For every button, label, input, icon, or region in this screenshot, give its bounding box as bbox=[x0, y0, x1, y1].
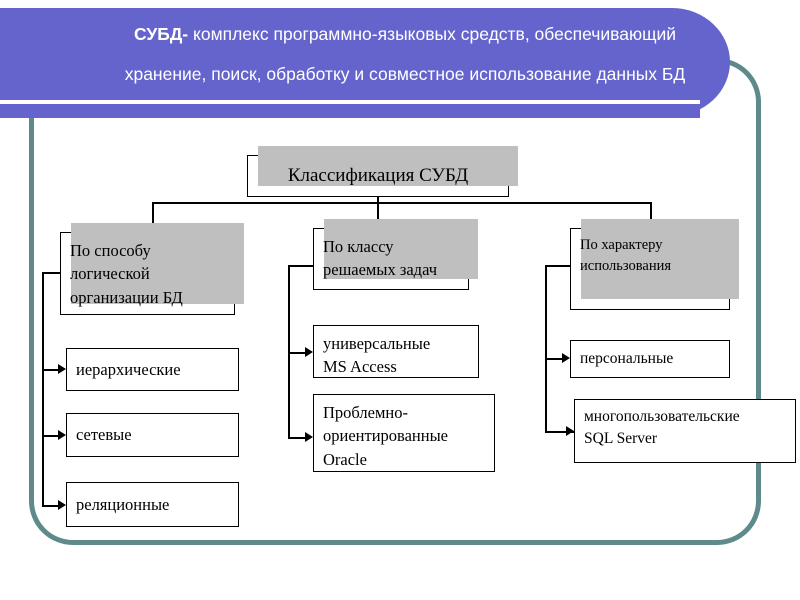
branch-3-link-2 bbox=[545, 431, 574, 433]
branch-3-spine-top bbox=[545, 265, 571, 267]
leaf-node-universal[interactable]: универсальные MS Access bbox=[313, 325, 479, 378]
branch-2-link-2 bbox=[288, 437, 309, 439]
header-title-line-1-rest: комплекс программно-языковых средств, об… bbox=[188, 24, 677, 44]
root-node-classification[interactable]: Классификация СУБД bbox=[247, 146, 518, 197]
branch-3-spine bbox=[545, 265, 547, 432]
header-banner bbox=[0, 8, 730, 116]
branch-1-arrow-1 bbox=[58, 364, 66, 374]
header-title-line-2: хранение, поиск, обработку и совместное … bbox=[124, 64, 686, 84]
branch-title-2[interactable]: По классу решаемых задач bbox=[313, 219, 478, 290]
leaf-node-multiuser[interactable]: многопользовательские SQL Server bbox=[574, 399, 796, 463]
root-stem bbox=[377, 197, 379, 203]
branch-1-spine bbox=[42, 272, 44, 506]
leaf-node-relational[interactable]: реляционные bbox=[66, 482, 239, 527]
drop-branch-3 bbox=[650, 202, 652, 227]
branch-1-spine-top bbox=[42, 272, 61, 274]
distribution-bar bbox=[152, 202, 652, 204]
branch-1-arrow-3 bbox=[58, 500, 66, 510]
header-bottom-bar bbox=[0, 104, 700, 118]
leaf-node-multiuser-line-2: SQL Server bbox=[584, 430, 658, 447]
leaf-node-hierarchical[interactable]: иерархические bbox=[66, 348, 239, 391]
drop-branch-2 bbox=[377, 202, 379, 227]
leaf-node-problem-oriented-line-3: Oracle bbox=[323, 449, 367, 469]
branch-3-link-1 bbox=[545, 358, 566, 360]
leaf-node-problem-oriented-line-1: Проблемно- bbox=[323, 403, 408, 422]
branch-2-link-1 bbox=[288, 352, 309, 354]
branch-1-link-1 bbox=[42, 369, 62, 371]
leaf-node-network[interactable]: сетевые bbox=[66, 413, 239, 457]
leaf-node-problem-oriented[interactable]: Проблемно- ориентированные Oracle bbox=[313, 394, 495, 472]
branch-1-link-3 bbox=[42, 505, 62, 507]
branch-2-arrow-2 bbox=[305, 432, 313, 442]
header-title-lead: СУБД- bbox=[133, 24, 189, 44]
header-underline bbox=[0, 100, 700, 104]
branch-title-1[interactable]: По способу логической организации БД bbox=[60, 223, 244, 315]
branch-title-3[interactable]: По характеру использования bbox=[570, 219, 739, 310]
leaf-node-multiuser-line-1: многопользовательские bbox=[584, 408, 740, 425]
branch-3-arrow-2 bbox=[566, 426, 574, 436]
branch-3-arrow-1 bbox=[562, 353, 570, 363]
branch-1-arrow-2 bbox=[58, 430, 66, 440]
header-title-line-1: СУБД- комплекс программно-языковых средс… bbox=[60, 14, 750, 54]
branch-2-spine bbox=[288, 265, 290, 438]
branch-2-arrow-1 bbox=[305, 347, 313, 357]
drop-branch-1 bbox=[152, 202, 154, 227]
leaf-node-universal-line-1: универсальные bbox=[323, 334, 431, 353]
leaf-node-universal-line-2: MS Access bbox=[323, 357, 397, 377]
leaf-node-problem-oriented-line-2: ориентированные bbox=[323, 426, 448, 446]
header-title: СУБД- комплекс программно-языковых средс… bbox=[60, 14, 750, 94]
leaf-node-personal[interactable]: персональные bbox=[570, 340, 730, 378]
branch-1-link-2 bbox=[42, 435, 62, 437]
branch-2-spine-top bbox=[288, 265, 314, 267]
